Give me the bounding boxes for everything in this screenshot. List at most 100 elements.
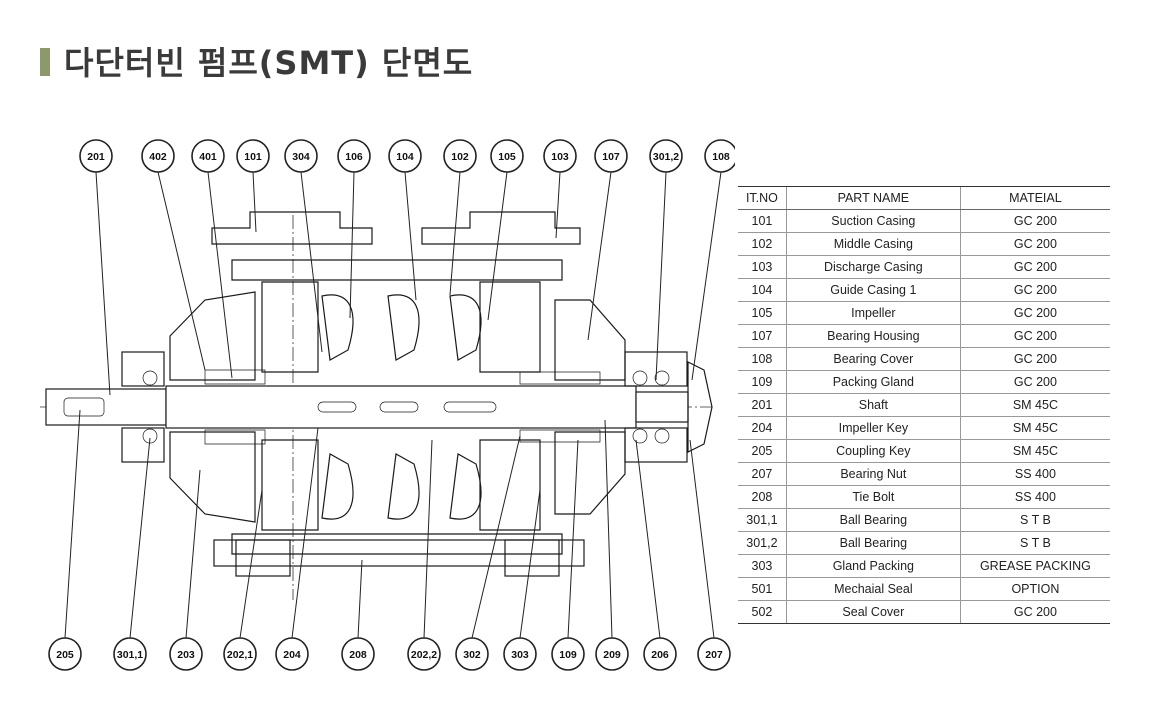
- callout-leader-line: [239, 489, 263, 639]
- callout-circle: [697, 637, 731, 671]
- material-cell: S T B: [959, 531, 1110, 555]
- material-cell: S T B: [959, 508, 1110, 532]
- part-name-cell: Ball Bearing: [785, 531, 961, 555]
- callout-label: 205: [56, 649, 74, 661]
- part-callout: 101: [236, 139, 270, 173]
- callout-label: 107: [602, 151, 620, 163]
- material-cell: GC 200: [959, 324, 1110, 348]
- callout-label: 102: [451, 151, 469, 163]
- callout-leaders: [64, 171, 722, 639]
- item-number-cell: 301,2: [738, 531, 787, 555]
- title-accent-bar: [40, 48, 50, 76]
- callout-leader-line: [635, 439, 661, 639]
- callout-circle: [169, 637, 203, 671]
- item-number-cell: 103: [738, 255, 787, 279]
- material-cell: GC 200: [959, 301, 1110, 325]
- lower-casing: [121, 427, 688, 577]
- callout-leader-line: [519, 489, 541, 639]
- callout-label: 207: [705, 649, 723, 661]
- material-cell: OPTION: [959, 577, 1110, 601]
- part-name-cell: Tie Bolt: [785, 485, 961, 509]
- callout-leader-line: [555, 171, 561, 239]
- item-number-cell: 102: [738, 232, 787, 256]
- callout-label: 106: [345, 151, 363, 163]
- part-name-cell: Bearing Nut: [785, 462, 961, 486]
- callout-label: 103: [551, 151, 569, 163]
- part-name-cell: Impeller: [785, 301, 961, 325]
- part-callout: 202,1: [223, 637, 257, 671]
- material-cell: GC 200: [959, 370, 1110, 394]
- part-callout: 205: [48, 637, 82, 671]
- item-number-cell: 303: [738, 554, 787, 578]
- callout-circle: [48, 637, 82, 671]
- part-name-cell: Middle Casing: [785, 232, 961, 256]
- callout-circle: [543, 139, 577, 173]
- callout-circle: [407, 637, 441, 671]
- part-name-cell: Gland Packing: [785, 554, 961, 578]
- callout-leader-line: [129, 437, 151, 639]
- callout-label: 108: [712, 151, 730, 163]
- callout-leader-line: [95, 171, 111, 396]
- callout-label: 101: [244, 151, 262, 163]
- part-name-cell: Ball Bearing: [785, 508, 961, 532]
- material-cell: SM 45C: [959, 416, 1110, 440]
- material-cell: GREASE PACKING: [959, 554, 1110, 578]
- part-callout: 108: [704, 139, 735, 173]
- part-name-cell: Coupling Key: [785, 439, 961, 463]
- callout-leader-line: [487, 171, 508, 321]
- part-callout: 204: [275, 637, 309, 671]
- part-callout: 207: [697, 637, 731, 671]
- page-title: 다단터빈 펌프(SMT) 단면도: [64, 44, 474, 82]
- callout-label: 304: [292, 151, 310, 163]
- part-name-cell: Seal Cover: [785, 600, 961, 624]
- part-callout: 203: [169, 637, 203, 671]
- callout-label: 302: [463, 649, 481, 661]
- callout-label: 109: [559, 649, 577, 661]
- part-callout: 104: [388, 139, 422, 173]
- item-number-cell: 204: [738, 416, 787, 440]
- part-name-cell: Mechaial Seal: [785, 577, 961, 601]
- material-cell: SM 45C: [959, 393, 1110, 417]
- callout-leader-line: [655, 171, 667, 381]
- callout-label: 104: [396, 151, 414, 163]
- callout-circle: [704, 139, 735, 173]
- material-cell: SS 400: [959, 462, 1110, 486]
- callout-leader-line: [587, 171, 612, 341]
- callout-label: 202,1: [227, 649, 253, 661]
- callout-leader-line: [357, 559, 363, 639]
- material-cell: GC 200: [959, 347, 1110, 371]
- item-number-cell: 107: [738, 324, 787, 348]
- part-callout: 209: [595, 637, 629, 671]
- item-number-cell: 301,1: [738, 508, 787, 532]
- callout-leader-line: [567, 439, 579, 639]
- callout-leader-line: [689, 439, 715, 639]
- callout-leader-line: [471, 435, 521, 639]
- callout-circle: [79, 139, 113, 173]
- material-cell: GC 200: [959, 278, 1110, 302]
- callout-leader-line: [404, 171, 417, 301]
- part-callout: 304: [284, 139, 318, 173]
- item-number-cell: 501: [738, 577, 787, 601]
- callout-label: 209: [603, 649, 621, 661]
- callout-leader-line: [604, 419, 613, 639]
- callout-leader-line: [300, 171, 323, 353]
- callout-circle: [236, 139, 270, 173]
- part-callout: 302: [455, 637, 489, 671]
- part-name-cell: Impeller Key: [785, 416, 961, 440]
